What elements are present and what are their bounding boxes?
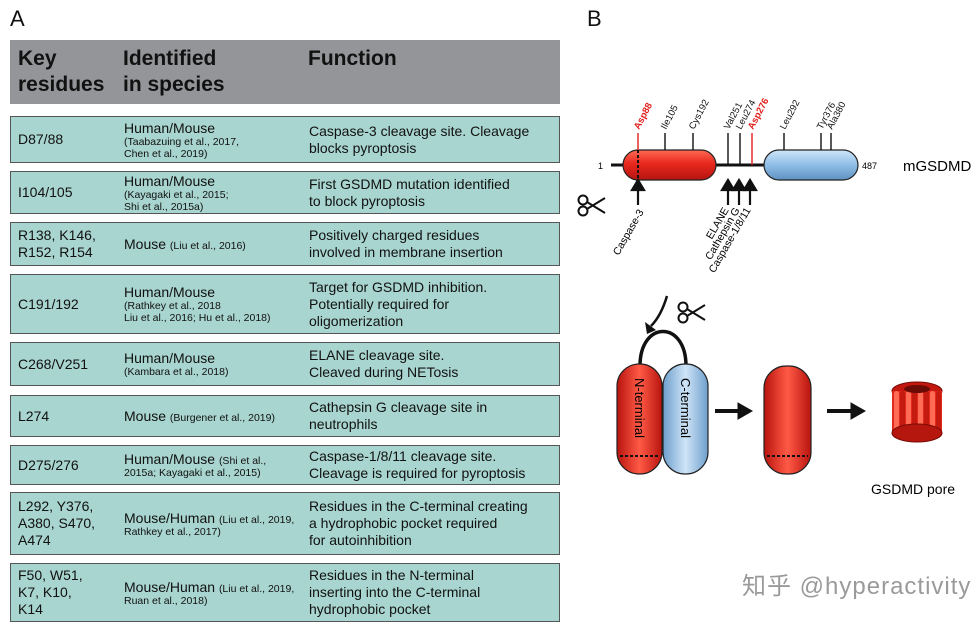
interdomain-linker — [638, 329, 688, 367]
end-residue-label: 487 — [862, 161, 877, 171]
residue-label: Leu292 — [778, 98, 803, 131]
curved-arrow-head — [645, 322, 656, 334]
reference-text: Ruan et al., 2018) — [124, 594, 208, 607]
table-row: I104/105 Human/Mouse(Kayagaki et al., 201… — [10, 171, 560, 214]
cell-function: Caspase-1/8/11 cleavage site.Cleavage is… — [309, 448, 526, 481]
reference-text: (Shi et al., — [218, 455, 267, 467]
cell-species: Mouse (Liu et al., 2016) — [124, 236, 246, 252]
cleavage-arrows — [630, 177, 758, 205]
reference-text: 2015a; Kayagaki et al., 2015) — [124, 467, 261, 479]
cleaved-n-terminal — [763, 365, 812, 475]
n-terminal-domain — [622, 149, 717, 181]
reference-text: (Taabazuing et al., 2017, — [124, 135, 239, 148]
cell-residues: R138, K146,R152, R154 — [18, 227, 96, 260]
curved-arrow-icon — [650, 295, 669, 327]
cell-function: ELANE cleavage site.Cleaved during NETos… — [309, 347, 459, 380]
c-terminal-domain — [763, 149, 859, 181]
gsdmd-pore-icon — [891, 381, 943, 443]
table-row: D275/276 Human/Mouse (Shi et al.,2015a; K… — [10, 445, 560, 485]
reference-text: Chen et al., 2019) — [124, 147, 208, 160]
cell-species: Human/Mouse (Shi et al.,2015a; Kayagaki … — [124, 446, 314, 484]
residue-label: Ile105 — [659, 103, 681, 131]
cell-species: Human/Mouse(Kayagaki et al., 2015;Shi et… — [124, 172, 314, 213]
reference-text: Rathkey et al., 2017) — [124, 525, 221, 538]
cell-residues: L274 — [18, 407, 50, 424]
table-row: D87/88 Human/Mouse(Taabazuing et al., 201… — [10, 116, 560, 163]
table-row: R138, K146,R152, R154 Mouse (Liu et al., … — [10, 222, 560, 266]
table-row: L292, Y376,A380, S470,A474 Mouse/Human (L… — [10, 492, 560, 555]
scissors-icon — [577, 194, 606, 217]
c-terminal-capsule — [662, 363, 709, 475]
table-row: F50, W51,K7, K10,K14 Mouse/Human (Liu et … — [10, 563, 560, 622]
cell-residues: D275/276 — [18, 456, 79, 473]
cell-species: Mouse/Human (Liu et al., 2019,Ruan et al… — [124, 564, 314, 621]
process-arrows — [715, 402, 867, 420]
cell-species: Human/Mouse(Taabazuing et al., 2017,Chen… — [124, 117, 314, 162]
protein-name-label: mGSDMD — [903, 158, 971, 175]
n-terminal-label: N-terminal — [632, 378, 647, 438]
cell-residues: I104/105 — [18, 184, 73, 200]
panel-label-a: A — [10, 6, 25, 31]
reference-text: (Liu et al., 2016) — [169, 240, 246, 252]
start-residue-label: 1 — [598, 161, 603, 171]
cell-species: Mouse/Human (Liu et al., 2019,Rathkey et… — [124, 493, 314, 554]
reference-text: Liu et al., 2016; Hu et al., 2018) — [124, 312, 271, 324]
residue-label: Cys192 — [687, 98, 712, 132]
scissors-icon-2 — [677, 301, 706, 324]
cell-species: Human/Mouse(Kambara et al., 2018) — [124, 343, 314, 385]
reference-text: (Burgener et al., 2019) — [169, 412, 275, 424]
reference-text: (Rathkey et al., 2018 — [124, 300, 221, 312]
reference-text: (Kayagaki et al., 2015; — [124, 188, 229, 201]
cell-residues: F50, W51,K7, K10,K14 — [18, 567, 83, 617]
table-row: C268/V251 Human/Mouse(Kambara et al., 201… — [10, 342, 560, 386]
residue-ticks — [637, 133, 832, 165]
table-row: C191/192 Human/Mouse(Rathkey et al., 2018… — [10, 274, 560, 334]
cell-residues: D87/88 — [18, 131, 64, 147]
residue-label: Asp88 — [632, 101, 655, 131]
watermark: 知乎 @hyperactivity — [742, 573, 972, 600]
cell-residues: C191/192 — [18, 295, 79, 312]
protease-caspase-3: Caspase-3 — [611, 207, 647, 257]
header-function: Function — [308, 47, 397, 70]
reference-text: (Liu et al., 2019, — [218, 513, 295, 526]
cell-residues: L292, Y376,A380, S470,A474 — [18, 498, 96, 548]
reference-text: Shi et al., 2015a) — [124, 200, 204, 213]
n-terminal-capsule — [616, 363, 663, 475]
reference-text: (Liu et al., 2019, — [218, 582, 295, 595]
pore-label: GSDMD pore — [871, 481, 955, 497]
reference-text: (Kambara et al., 2018) — [124, 366, 229, 378]
cell-residues: C268/V251 — [18, 355, 89, 372]
c-terminal-label: C-terminal — [678, 378, 693, 438]
cell-function: Target for GSDMD inhibition.Potentially … — [309, 278, 488, 329]
panel-label-b: B — [587, 6, 602, 31]
table-row: L274 Mouse (Burgener et al., 2019) Catheps… — [10, 395, 560, 437]
cell-species: Mouse (Burgener et al., 2019) — [124, 408, 275, 424]
